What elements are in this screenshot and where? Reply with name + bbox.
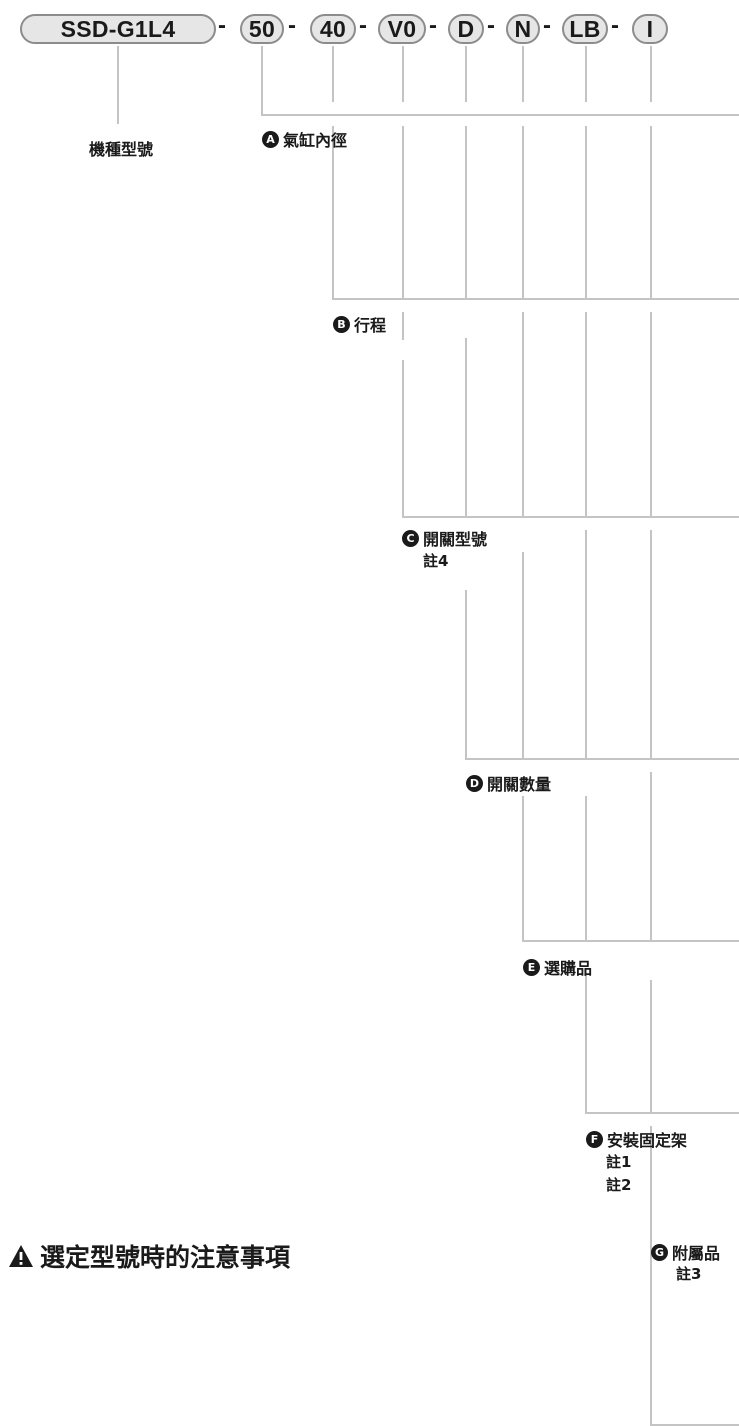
stroke-leader-line (332, 126, 334, 300)
accessory-leader-line (650, 312, 652, 518)
accessory-label: G 附屬品 (651, 1240, 720, 1264)
switch-leader-line (402, 360, 404, 518)
badge-d-icon: D (466, 774, 483, 792)
bore-label: A 氣缸內徑 (262, 127, 347, 151)
switch-label: C 開關型號 (402, 526, 487, 550)
switch-qty-leader-line (465, 758, 739, 760)
warning-heading: 選定型號時的注意事項 (8, 1238, 290, 1274)
accessory-leader-line (650, 1126, 652, 1426)
bore-code-pill: 50 (240, 14, 284, 44)
mounting-note-1: 註1 (606, 1153, 632, 1171)
series-leader-line (117, 46, 119, 124)
separator: - (359, 12, 367, 39)
warning-triangle-icon (9, 1245, 33, 1267)
separator: - (543, 12, 551, 39)
badge-a-icon: A (262, 130, 279, 148)
switch-note: 註4 (423, 552, 449, 570)
mounting-code-pill: LB (562, 14, 608, 44)
model-name-label: 機種型號 (89, 136, 153, 160)
switch-leader-line (402, 516, 739, 518)
option-leader-line (522, 312, 524, 518)
bore-label-text: 氣缸內徑 (283, 131, 348, 150)
accessory-leader-line (650, 46, 652, 102)
mounting-label-text: 安裝固定架 (607, 1131, 688, 1150)
mounting-leader-line (585, 126, 587, 300)
switch-leader-line (402, 46, 404, 102)
option-label-text: 選購品 (544, 959, 593, 978)
mounting-label: F 安裝固定架 (586, 1127, 687, 1151)
accessory-leader-line (650, 772, 652, 942)
switch-qty-leader-line (465, 126, 467, 300)
stroke-label: B 行程 (333, 312, 386, 336)
accessory-leader-line (650, 126, 652, 300)
mounting-leader-line (585, 968, 587, 1114)
switch-qty-label-text: 開關數量 (487, 775, 552, 794)
mounting-leader-line (585, 1112, 739, 1114)
mounting-leader-line (585, 46, 587, 102)
stroke-leader-line (332, 46, 334, 102)
bore-leader-line (261, 114, 739, 116)
badge-f-icon: F (586, 1130, 603, 1148)
option-leader-line (522, 46, 524, 102)
stroke-label-text: 行程 (354, 316, 387, 335)
switch-label-text: 開關型號 (423, 530, 488, 549)
badge-e-icon: E (523, 958, 540, 976)
switch-qty-leader-line (465, 338, 467, 518)
switch-code-pill: V0 (378, 14, 426, 44)
separator: - (487, 12, 495, 39)
switch-qty-code-pill: D (448, 14, 484, 44)
badge-b-icon: B (333, 315, 350, 333)
accessory-leader-line (650, 980, 652, 1114)
separator: - (218, 12, 226, 39)
switch-leader-line (402, 312, 404, 340)
accessory-note: 註3 (676, 1265, 702, 1283)
mounting-leader-line (585, 796, 587, 942)
mounting-note-2: 註2 (606, 1176, 632, 1194)
badge-c-icon: C (402, 529, 419, 547)
warning-title: 選定型號時的注意事項 (40, 1243, 291, 1272)
stroke-code-pill: 40 (310, 14, 356, 44)
mounting-leader-line (585, 312, 587, 518)
separator: - (429, 12, 437, 39)
stroke-leader-line (332, 298, 739, 300)
option-label: E 選購品 (523, 955, 592, 979)
switch-leader-line (402, 126, 404, 300)
model-name-text: 機種型號 (89, 140, 154, 159)
option-leader-line (522, 552, 524, 760)
option-leader-line (522, 126, 524, 300)
option-code-pill: N (506, 14, 540, 44)
accessory-label-text: 附屬品 (672, 1244, 721, 1263)
switch-qty-label: D 開關數量 (466, 771, 551, 795)
accessory-leader-line (650, 530, 652, 760)
model-series-pill: SSD-G1L4 (20, 14, 216, 44)
option-leader-line (522, 796, 524, 942)
switch-qty-leader-line (465, 590, 467, 760)
badge-g-icon: G (651, 1243, 668, 1261)
mounting-leader-line (585, 530, 587, 760)
separator: - (288, 12, 296, 39)
separator: - (611, 12, 619, 39)
switch-qty-leader-line (465, 46, 467, 102)
bore-leader-line (261, 46, 263, 116)
option-leader-line (522, 940, 739, 942)
accessory-code-pill: I (632, 14, 668, 44)
